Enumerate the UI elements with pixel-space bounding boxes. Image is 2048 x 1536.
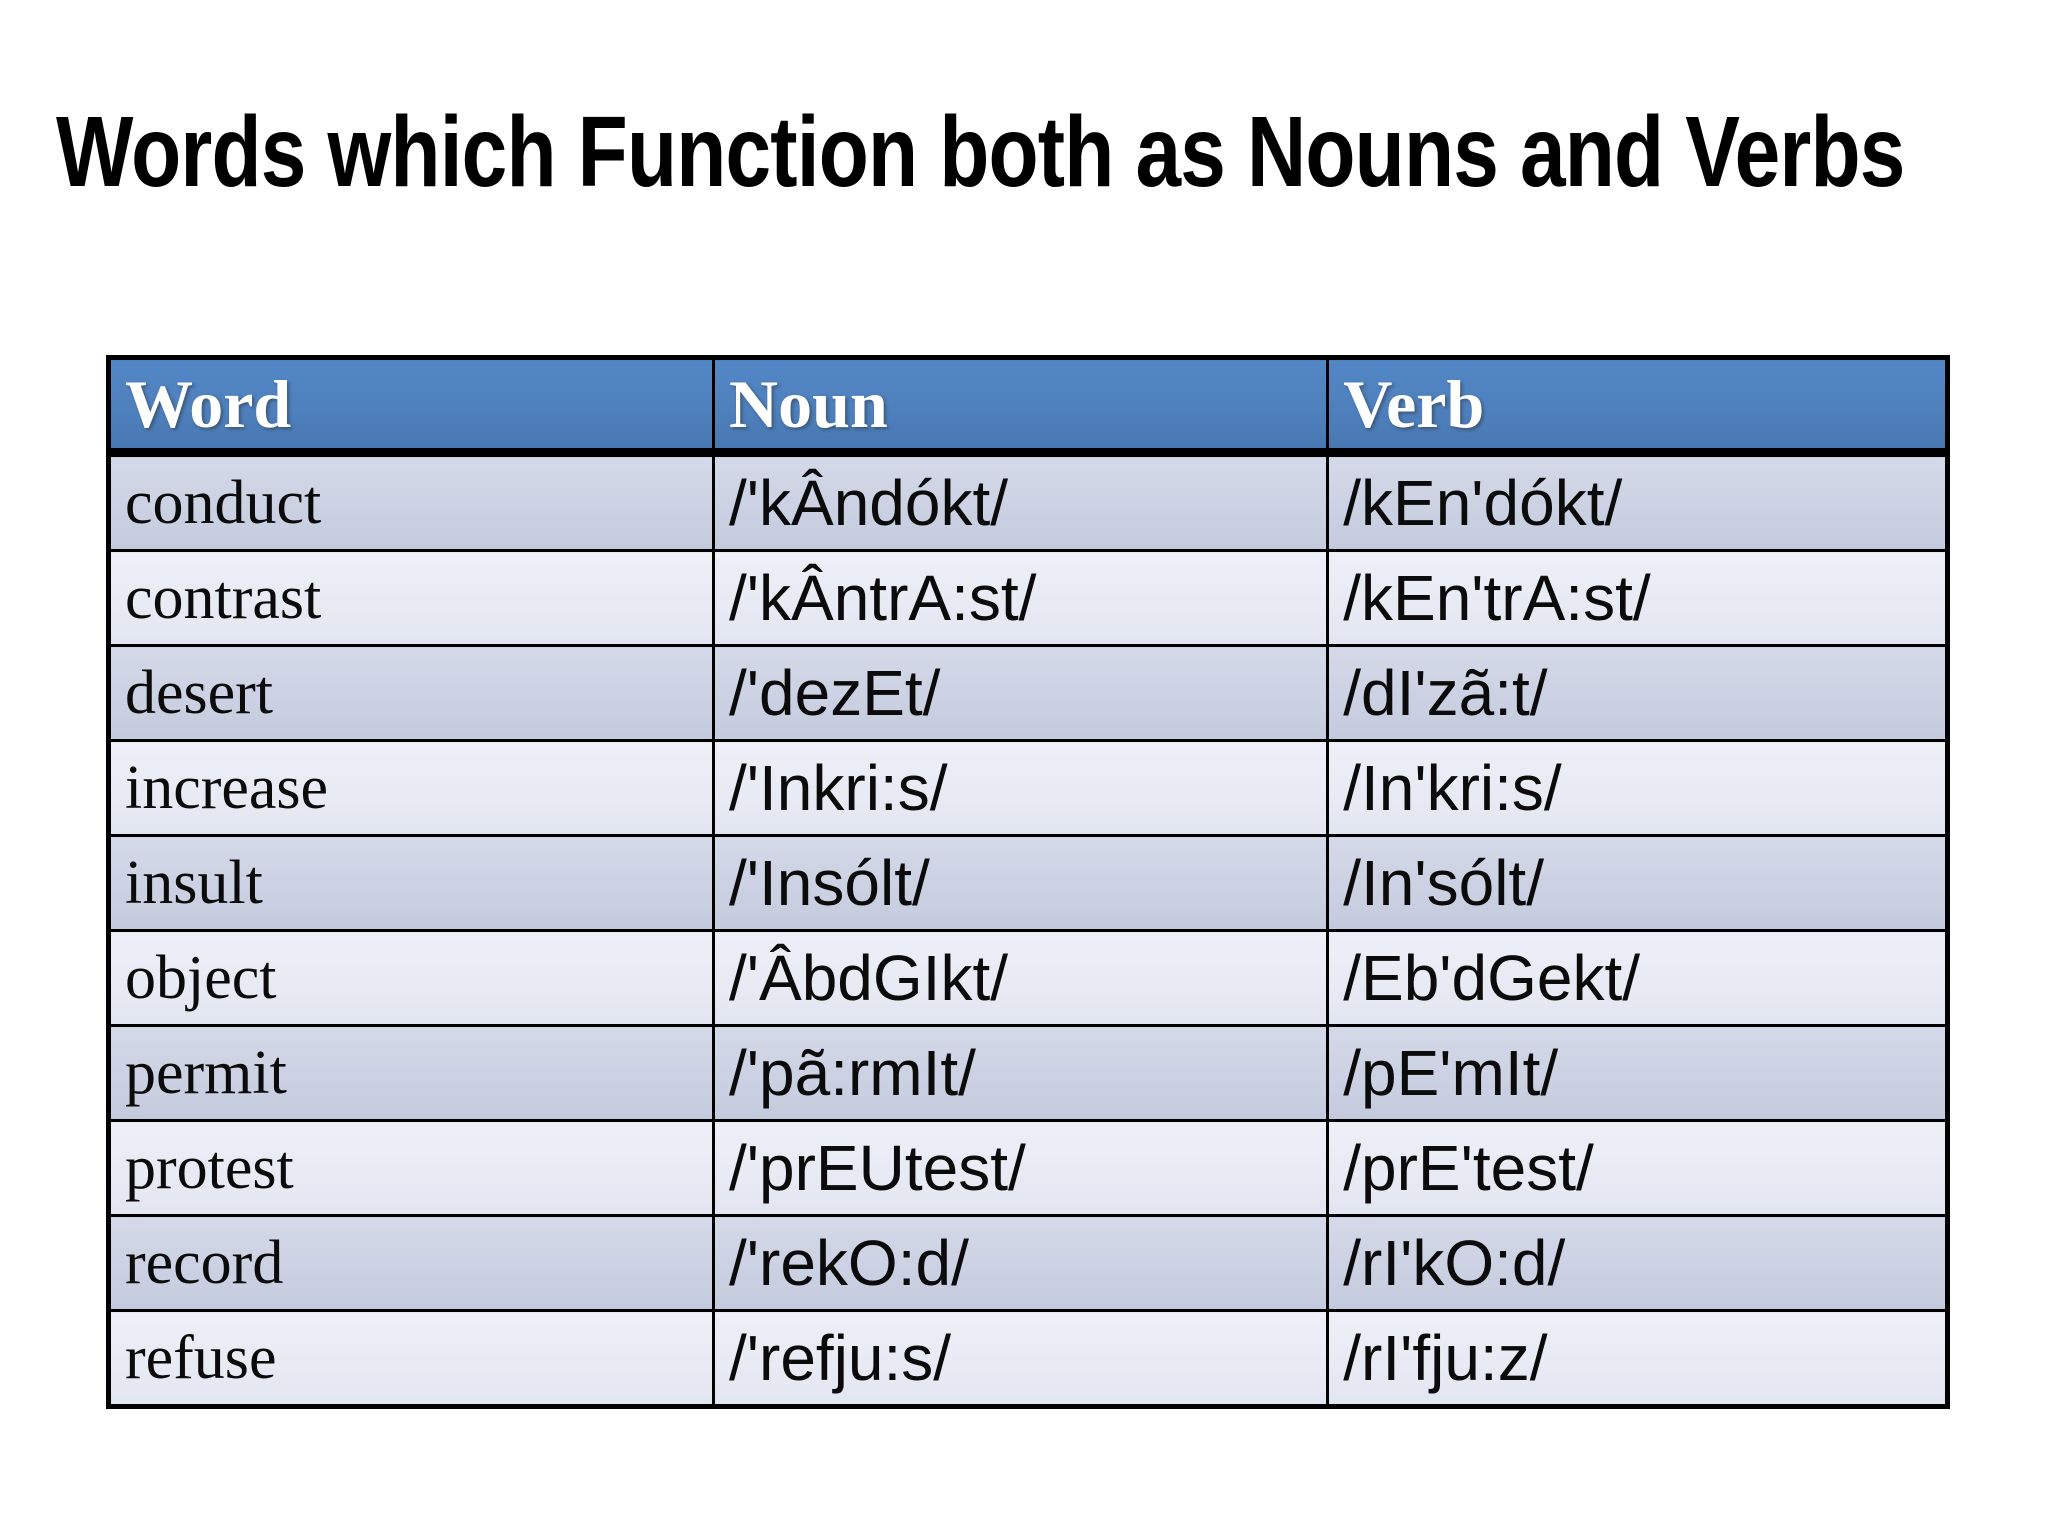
verb-pronunciation-cell: /kEn'trA:st/ — [1326, 549, 1949, 647]
table-body: conduct /'kÂndókt/ /kEn'dókt/ contrast /… — [106, 451, 1949, 1408]
verb-pronunciation-cell: /dI'zã:t/ — [1326, 644, 1949, 742]
word-cell: protest — [106, 1119, 716, 1217]
table-row: permit /'pã:rmIt/ /pE'mIt/ — [106, 1024, 1949, 1122]
verb-pronunciation-cell: /Eb'dGekt/ — [1326, 929, 1949, 1027]
table-row: insult /'Insólt/ /In'sólt/ — [106, 834, 1949, 932]
word-cell: insult — [106, 834, 716, 932]
table-row: desert /'dezEt/ /dI'zã:t/ — [106, 644, 1949, 742]
table-row: increase /'Inkri:s/ /In'kri:s/ — [106, 739, 1949, 837]
column-header-word: Word — [106, 356, 716, 457]
word-cell: record — [106, 1214, 716, 1312]
noun-pronunciation-cell: /'prEUtest/ — [712, 1119, 1330, 1217]
noun-pronunciation-cell: /'pã:rmIt/ — [712, 1024, 1330, 1122]
verb-pronunciation-cell: /kEn'dókt/ — [1326, 451, 1949, 552]
verb-pronunciation-cell: /In'sólt/ — [1326, 834, 1949, 932]
noun-pronunciation-cell: /'rekO:d/ — [712, 1214, 1330, 1312]
table-row: conduct /'kÂndókt/ /kEn'dókt/ — [106, 451, 1949, 552]
table-row: contrast /'kÂntrA:st/ /kEn'trA:st/ — [106, 549, 1949, 647]
page-title: Words which Function both as Nouns and V… — [56, 96, 1905, 208]
verb-pronunciation-cell: /prE'test/ — [1326, 1119, 1949, 1217]
table-header-row: Word Noun Verb — [106, 356, 1949, 457]
word-cell: object — [106, 929, 716, 1027]
noun-pronunciation-cell: /'kÂntrA:st/ — [712, 549, 1330, 647]
word-cell: permit — [106, 1024, 716, 1122]
noun-pronunciation-cell: /'Inkri:s/ — [712, 739, 1330, 837]
word-cell: increase — [106, 739, 716, 837]
word-cell: refuse — [106, 1309, 716, 1408]
verb-pronunciation-cell: /rI'fju:z/ — [1326, 1309, 1949, 1408]
word-cell: conduct — [106, 451, 716, 552]
table-row: object /'ÂbdGIkt/ /Eb'dGekt/ — [106, 929, 1949, 1027]
noun-pronunciation-cell: /'dezEt/ — [712, 644, 1330, 742]
word-cell: desert — [106, 644, 716, 742]
noun-pronunciation-cell: /'kÂndókt/ — [712, 451, 1330, 552]
word-cell: contrast — [106, 549, 716, 647]
verb-pronunciation-cell: /In'kri:s/ — [1326, 739, 1949, 837]
noun-pronunciation-cell: /'refju:s/ — [712, 1309, 1330, 1408]
column-header-noun: Noun — [712, 356, 1330, 457]
table-row: protest /'prEUtest/ /prE'test/ — [106, 1119, 1949, 1217]
verb-pronunciation-cell: /pE'mIt/ — [1326, 1024, 1949, 1122]
noun-verb-table: Word Noun Verb conduct /'kÂndókt/ /kEn'd… — [106, 355, 1950, 1409]
noun-pronunciation-cell: /'ÂbdGIkt/ — [712, 929, 1330, 1027]
noun-pronunciation-cell: /'Insólt/ — [712, 834, 1330, 932]
column-header-verb: Verb — [1326, 356, 1949, 457]
verb-pronunciation-cell: /rI'kO:d/ — [1326, 1214, 1949, 1312]
table-row: refuse /'refju:s/ /rI'fju:z/ — [106, 1309, 1949, 1408]
table-row: record /'rekO:d/ /rI'kO:d/ — [106, 1214, 1949, 1312]
